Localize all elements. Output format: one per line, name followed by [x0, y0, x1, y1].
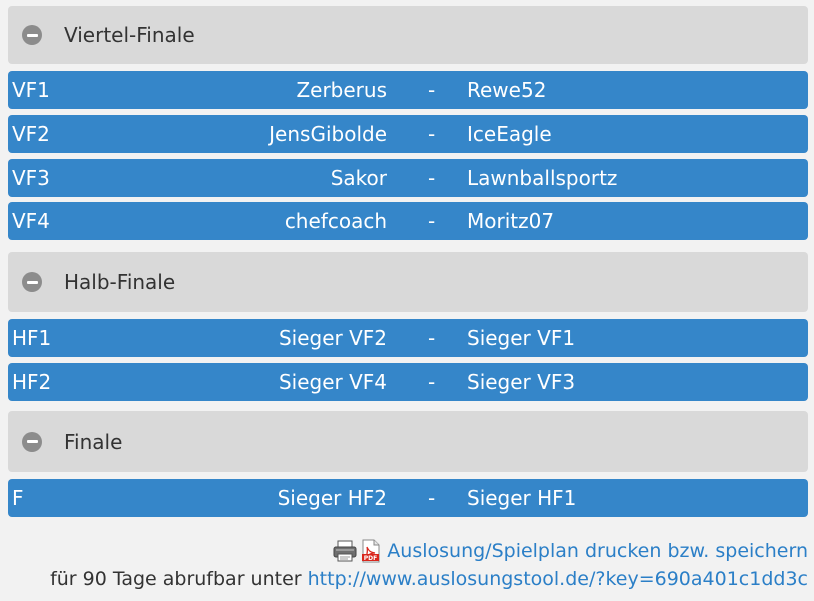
separator: - [428, 78, 436, 102]
away-team: Moritz07 [467, 209, 555, 233]
separator: - [428, 122, 436, 146]
separator: - [428, 486, 436, 510]
pdf-icon[interactable]: PDF [361, 539, 381, 563]
match-id: HF2 [12, 370, 52, 394]
match-id: F [12, 486, 24, 510]
away-team: Rewe52 [467, 78, 547, 102]
away-team: Sieger HF1 [467, 486, 577, 510]
away-team: Sieger VF1 [467, 326, 576, 350]
match-id: VF4 [12, 209, 50, 233]
home-team: Sieger VF2 [278, 326, 387, 350]
section-header-finale[interactable]: Finale [8, 411, 808, 472]
home-team: JensGibolde [269, 122, 387, 146]
home-team: Zerberus [296, 78, 387, 102]
availability-text: für 90 Tage abrufbar unter [50, 568, 302, 590]
svg-text:PDF: PDF [364, 555, 377, 562]
separator: - [428, 166, 436, 190]
match-row: VF1 Zerberus - Rewe52 [8, 71, 808, 109]
match-id: HF1 [12, 326, 52, 350]
collapse-icon[interactable] [22, 272, 42, 292]
match-row: VF4 chefcoach - Moritz07 [8, 202, 808, 240]
match-row: VF3 Sakor - Lawnballsportz [8, 159, 808, 197]
home-team: Sakor [330, 166, 387, 190]
home-team: Sieger VF4 [278, 370, 387, 394]
match-id: VF2 [12, 122, 50, 146]
away-team: Sieger VF3 [467, 370, 576, 394]
away-team: Lawnballsportz [467, 166, 618, 190]
printer-icon[interactable] [333, 540, 357, 562]
separator: - [428, 370, 436, 394]
section-title: Viertel-Finale [64, 23, 195, 47]
collapse-icon[interactable] [22, 431, 42, 452]
match-row: HF2 Sieger VF4 - Sieger VF3 [8, 363, 808, 401]
print-save-line: PDF Auslosung/Spielplan drucken bzw. spe… [333, 538, 808, 564]
match-id: VF1 [12, 78, 50, 102]
print-save-link[interactable]: Auslosung/Spielplan drucken bzw. speiche… [387, 540, 808, 562]
separator: - [428, 326, 436, 350]
match-id: VF3 [12, 166, 50, 190]
match-row: F Sieger HF2 - Sieger HF1 [8, 479, 808, 517]
section-header-halb-finale[interactable]: Halb-Finale [8, 252, 808, 312]
match-row: HF1 Sieger VF2 - Sieger VF1 [8, 319, 808, 357]
share-url-link[interactable]: http://www.auslosungstool.de/?key=690a40… [307, 568, 808, 590]
collapse-icon[interactable] [22, 25, 42, 45]
availability-line: für 90 Tage abrufbar unter http://www.au… [50, 566, 808, 592]
separator: - [428, 209, 436, 233]
section-header-viertel-finale[interactable]: Viertel-Finale [8, 6, 808, 64]
section-title: Finale [64, 429, 123, 454]
section-title: Halb-Finale [64, 270, 176, 294]
match-row: VF2 JensGibolde - IceEagle [8, 115, 808, 153]
home-team: Sieger HF2 [277, 486, 387, 510]
home-team: chefcoach [284, 209, 387, 233]
away-team: IceEagle [467, 122, 552, 146]
